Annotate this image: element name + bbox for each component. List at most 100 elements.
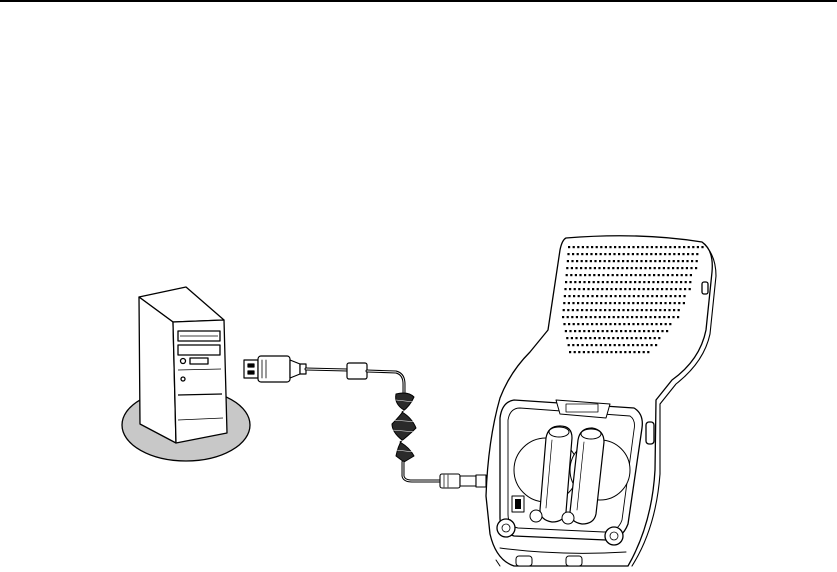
grille-dot bbox=[696, 253, 698, 255]
grille-dot bbox=[630, 274, 632, 276]
grille-dot bbox=[642, 246, 644, 248]
grille-dot bbox=[662, 274, 664, 276]
grille-dot bbox=[652, 288, 654, 290]
grille-dot bbox=[637, 246, 639, 248]
grille-dot bbox=[571, 316, 573, 318]
grille-dot bbox=[619, 323, 621, 325]
grille-dot bbox=[659, 260, 661, 262]
grille-dot bbox=[577, 246, 579, 248]
grille-dot bbox=[635, 274, 637, 276]
grille-dot bbox=[644, 267, 646, 269]
grille-dot bbox=[678, 309, 680, 311]
grille-dot bbox=[628, 302, 630, 304]
grille-dot bbox=[658, 267, 660, 269]
grille-dot bbox=[646, 302, 648, 304]
grille-dot bbox=[671, 281, 673, 283]
computer-tower bbox=[122, 287, 250, 461]
grille-dot bbox=[595, 302, 597, 304]
grille-dot bbox=[577, 323, 579, 325]
grille-dot bbox=[613, 316, 615, 318]
grille-dot bbox=[661, 288, 663, 290]
grille-dot bbox=[599, 309, 601, 311]
grille-dot bbox=[637, 302, 639, 304]
grille-dot bbox=[628, 295, 630, 297]
grille-dot bbox=[614, 344, 616, 346]
grille-dot bbox=[643, 351, 645, 353]
grille-dot bbox=[606, 330, 608, 332]
grille-dot bbox=[628, 246, 630, 248]
grille-dot bbox=[682, 253, 684, 255]
grille-dot bbox=[573, 323, 575, 325]
grille-dot bbox=[639, 274, 641, 276]
grille-dot bbox=[600, 323, 602, 325]
grille-dot bbox=[655, 253, 657, 255]
grille-dot bbox=[599, 316, 601, 318]
grille-dot bbox=[586, 253, 588, 255]
grille-dot bbox=[654, 337, 656, 339]
floppy-slot bbox=[190, 358, 208, 364]
grille-dot bbox=[623, 323, 625, 325]
grille-dot bbox=[575, 337, 577, 339]
grille-dot bbox=[620, 330, 622, 332]
grille-dot bbox=[633, 288, 635, 290]
grille-dot bbox=[593, 274, 595, 276]
grille-dot bbox=[576, 309, 578, 311]
grille-dot bbox=[660, 295, 662, 297]
grille-dot bbox=[629, 288, 631, 290]
grille-dot bbox=[605, 295, 607, 297]
grille-dot bbox=[569, 288, 571, 290]
grille-dot bbox=[583, 351, 585, 353]
grille-dot bbox=[563, 302, 565, 304]
grille-dot bbox=[636, 316, 638, 318]
grille-dot bbox=[660, 323, 662, 325]
grille-dot bbox=[591, 302, 593, 304]
grille-dot bbox=[659, 309, 661, 311]
grille-dot bbox=[623, 344, 625, 346]
grille-dot bbox=[572, 309, 574, 311]
grille-dot bbox=[629, 351, 631, 353]
grille-dot bbox=[600, 246, 602, 248]
grille-dot bbox=[587, 288, 589, 290]
grille-dot bbox=[574, 281, 576, 283]
grille-dot bbox=[692, 253, 694, 255]
grille-dot bbox=[590, 309, 592, 311]
grille-dot bbox=[690, 274, 692, 276]
grille-dot bbox=[619, 295, 621, 297]
ferrite-bead bbox=[347, 363, 367, 379]
grille-dot bbox=[594, 316, 596, 318]
grille-dot bbox=[647, 288, 649, 290]
grille-dot bbox=[568, 302, 570, 304]
grille-dot bbox=[590, 260, 592, 262]
grille-dot bbox=[596, 323, 598, 325]
grille-dot bbox=[653, 274, 655, 276]
grille-dot bbox=[620, 351, 622, 353]
grille-dot bbox=[624, 288, 626, 290]
grille-dot bbox=[631, 267, 633, 269]
grille-dot bbox=[665, 246, 667, 248]
grille-dot bbox=[614, 302, 616, 304]
grille-dot bbox=[655, 309, 657, 311]
drive-bay-2 bbox=[178, 345, 220, 355]
grille-dot bbox=[614, 246, 616, 248]
grille-dot bbox=[652, 281, 654, 283]
grille-dot bbox=[597, 288, 599, 290]
grille-dot bbox=[622, 260, 624, 262]
grille-dot bbox=[625, 281, 627, 283]
grille-dot bbox=[679, 288, 681, 290]
mini-usb-plug bbox=[440, 474, 492, 488]
grille-dot bbox=[581, 260, 583, 262]
grille-dot bbox=[605, 302, 607, 304]
grille-dot bbox=[600, 344, 602, 346]
grille-dot bbox=[586, 323, 588, 325]
grille-dot bbox=[634, 281, 636, 283]
grille-dot bbox=[696, 260, 698, 262]
grille-dot bbox=[601, 288, 603, 290]
grille-dot bbox=[650, 253, 652, 255]
grille-dot bbox=[632, 253, 634, 255]
grille-dot bbox=[581, 253, 583, 255]
grille-dot bbox=[632, 323, 634, 325]
grille-dot bbox=[569, 351, 571, 353]
grille-dot bbox=[594, 337, 596, 339]
grille-dot bbox=[576, 316, 578, 318]
grille-dot bbox=[635, 267, 637, 269]
